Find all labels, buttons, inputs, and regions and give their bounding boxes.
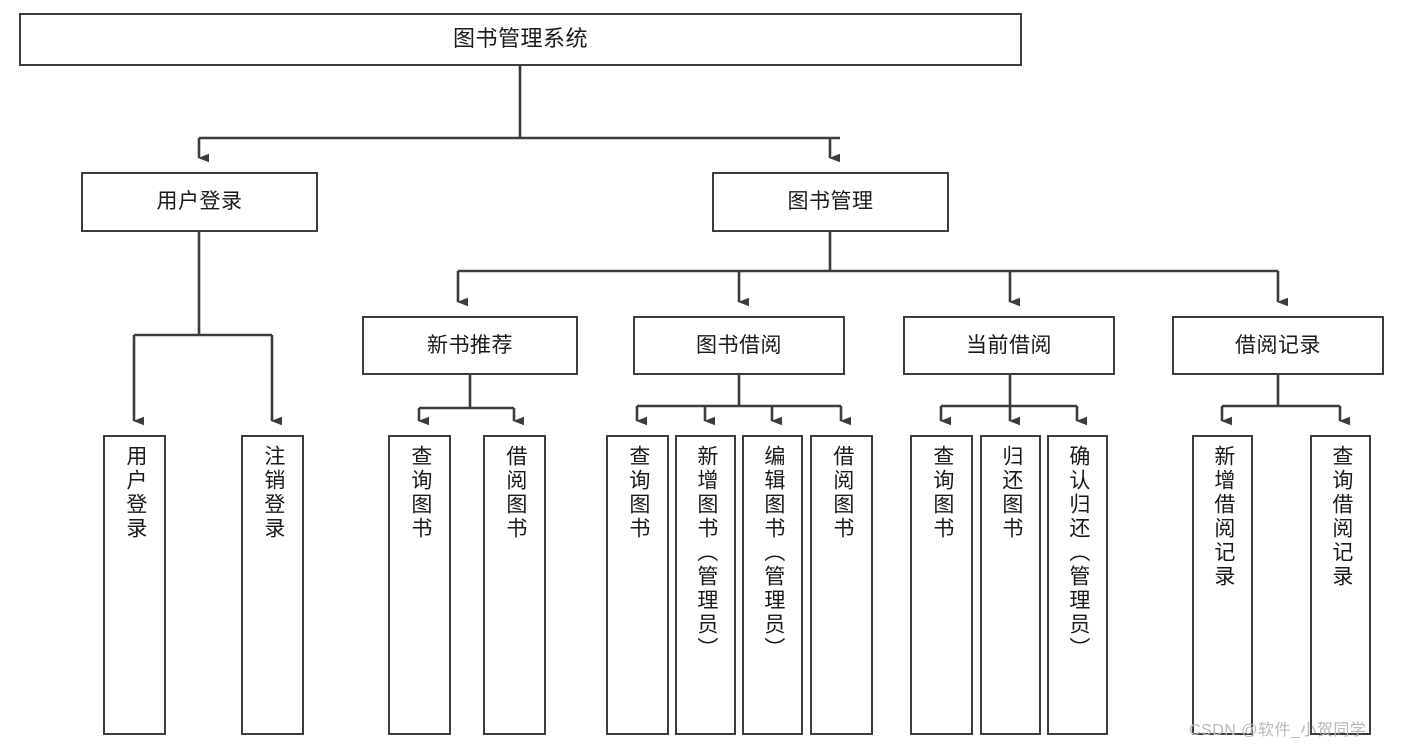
- node-root-book-management-system[interactable]: 图书管理系统: [19, 13, 1022, 66]
- leaf-borrow-book-2[interactable]: 借阅图书: [810, 435, 873, 735]
- node-book-borrow[interactable]: 图书借阅: [633, 316, 845, 375]
- node-new-book-recommend[interactable]: 新书推荐: [362, 316, 578, 375]
- leaf-add-borrow-record[interactable]: 新增借阅记录: [1192, 435, 1253, 735]
- leaf-user-login[interactable]: 用户登录: [103, 435, 166, 735]
- node-book-borrow-label: 图书借阅: [696, 333, 782, 357]
- leaf-query-borrow-record-label: 查询借阅记录: [1329, 445, 1353, 589]
- leaf-borrow-book-1-label: 借阅图书: [503, 445, 527, 541]
- leaf-edit-book-admin[interactable]: 编辑图书（管理员）: [742, 435, 803, 735]
- node-user-login-label: 用户登录: [156, 190, 243, 214]
- leaf-query-book-1[interactable]: 查询图书: [388, 435, 451, 735]
- leaf-user-login-label: 用户登录: [123, 445, 147, 541]
- leaf-logout-login-label: 注销登录: [261, 445, 285, 541]
- node-borrow-record[interactable]: 借阅记录: [1172, 316, 1384, 375]
- leaf-add-borrow-record-label: 新增借阅记录: [1211, 445, 1235, 589]
- leaf-query-book-3-label: 查询图书: [930, 445, 954, 541]
- node-book-management[interactable]: 图书管理: [712, 172, 949, 232]
- node-root-label: 图书管理系统: [452, 26, 588, 52]
- leaf-edit-book-admin-label: 编辑图书（管理员）: [761, 445, 785, 661]
- node-user-login[interactable]: 用户登录: [81, 172, 318, 232]
- node-borrow-record-label: 借阅记录: [1235, 333, 1321, 357]
- node-book-management-label: 图书管理: [787, 190, 874, 214]
- leaf-return-book-label: 归还图书: [999, 445, 1023, 541]
- node-current-borrow[interactable]: 当前借阅: [903, 316, 1115, 375]
- node-current-borrow-label: 当前借阅: [966, 333, 1052, 357]
- node-new-book-recommend-label: 新书推荐: [427, 333, 513, 357]
- leaf-query-book-2-label: 查询图书: [626, 445, 650, 541]
- leaf-confirm-return-admin[interactable]: 确认归还（管理员）: [1047, 435, 1108, 735]
- leaf-add-book-admin[interactable]: 新增图书（管理员）: [675, 435, 736, 735]
- leaf-add-book-admin-label: 新增图书（管理员）: [694, 445, 718, 661]
- leaf-logout-login[interactable]: 注销登录: [241, 435, 304, 735]
- leaf-borrow-book-2-label: 借阅图书: [830, 445, 854, 541]
- leaf-return-book[interactable]: 归还图书: [980, 435, 1041, 735]
- leaf-query-book-1-label: 查询图书: [408, 445, 432, 541]
- csdn-watermark: CSDN @软件_小贺同学: [1189, 722, 1367, 739]
- leaf-confirm-return-admin-label: 确认归还（管理员）: [1066, 445, 1090, 661]
- leaf-query-book-3[interactable]: 查询图书: [910, 435, 973, 735]
- leaf-query-book-2[interactable]: 查询图书: [606, 435, 669, 735]
- leaf-query-borrow-record[interactable]: 查询借阅记录: [1310, 435, 1371, 735]
- leaf-borrow-book-1[interactable]: 借阅图书: [483, 435, 546, 735]
